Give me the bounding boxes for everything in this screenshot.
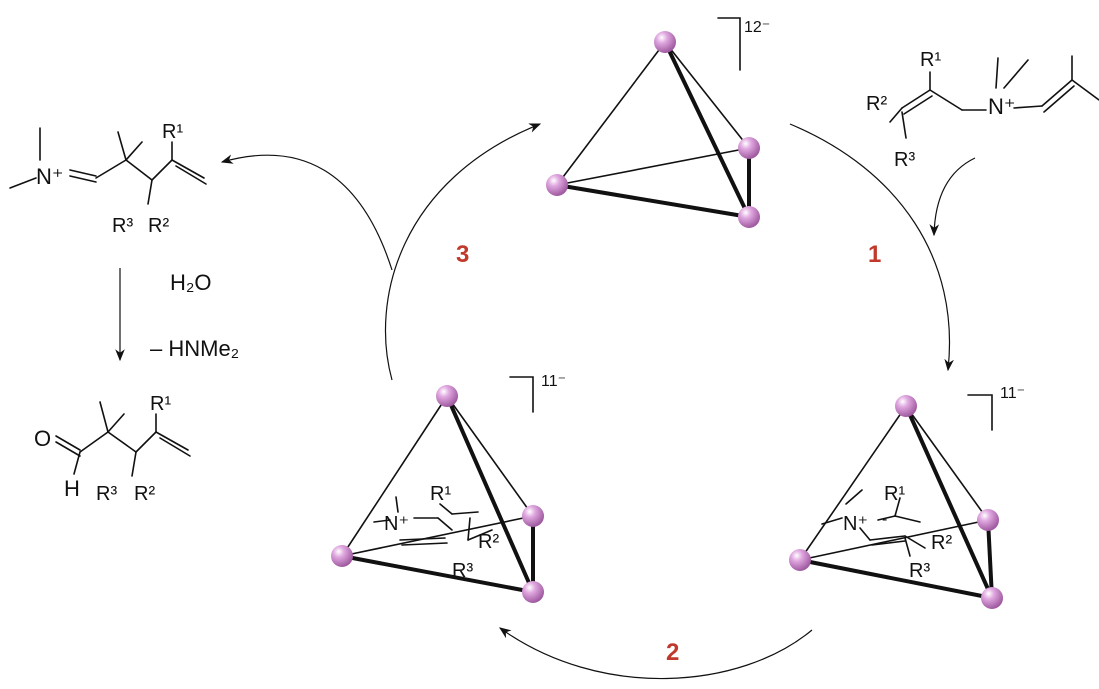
cluster-top: 12⁻ [546,17,770,228]
atom-r3-right: R³ [909,560,930,582]
cluster-atom [738,206,760,228]
cluster-atom [977,509,999,531]
cluster-atom [522,581,544,603]
step-2-label: 2 [666,639,679,666]
atom-nplus-left: N⁺ [384,513,409,535]
cluster-atom [654,31,676,53]
aldehyde-product: O H R¹ R³ R² [34,393,191,505]
cluster-atom [981,587,1003,609]
atom-r1-aldehyde: R¹ [150,393,171,415]
atom-nplus-substrate: N⁺ [988,94,1016,119]
iminium-product: N⁺ R¹ R³ R² [9,121,207,237]
substrate-entry-arrow [929,157,976,237]
cluster-left: N⁺ R¹ R² R³ 11⁻ [331,373,566,603]
atom-nplus-iminium: N⁺ [36,164,64,189]
product-release-arrow [220,154,393,271]
atom-minus-right: - [882,511,887,528]
atom-r3-substrate: R³ [894,149,915,171]
cluster-atom [789,549,811,571]
charge-top: 12⁻ [744,19,770,36]
atom-r2-left: R² [478,531,499,553]
atom-h: H [64,476,80,501]
atom-r1-left: R¹ [430,483,451,505]
atom-r3-aldehyde: R³ [96,483,117,505]
cycle-arrow-step1 [789,123,954,372]
cluster-atom [331,545,353,567]
cluster-atom [522,505,544,527]
cluster-atom [436,385,458,407]
atom-r1-iminium: R¹ [162,121,183,143]
atom-r3-left: R³ [452,560,473,582]
reagent-amine: – HNMe₂ [150,336,239,361]
atom-r1-right: R¹ [884,483,905,505]
reagent-water: H₂O [170,270,212,295]
cluster-atom [546,174,568,196]
step-3-label: 3 [456,241,469,268]
atom-r2-right: R² [931,532,952,554]
charge-left: 11⁻ [541,373,566,390]
substrate-molecule: R¹ R² R³ N⁺ [866,49,1099,171]
cluster-atom [738,137,760,159]
atom-nplus-right: N⁺ [843,513,868,535]
atom-r2-iminium: R² [148,215,169,237]
cluster-right: N⁺ R¹ - R² R³ 11⁻ [789,385,1025,609]
atom-r2-aldehyde: R² [134,483,155,505]
atom-o: O [34,426,51,451]
cycle-arrow-step2 [499,627,813,680]
atom-r3-iminium: R³ [112,215,133,237]
step-1-label: 1 [868,241,881,268]
cycle-arrow-step3 [384,123,542,381]
atom-r2-substrate: R² [866,93,887,115]
charge-right: 11⁻ [1000,385,1025,402]
atom-r1-substrate: R¹ [920,49,941,71]
cluster-atom [895,395,917,417]
